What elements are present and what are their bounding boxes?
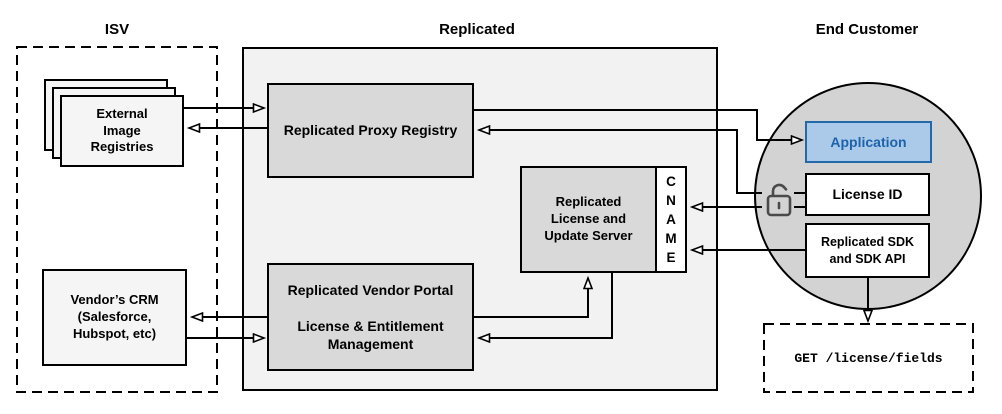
external-image-registries-node: External Image Registries [60,95,184,167]
isv-header: ISV [104,21,130,38]
vendor-portal-node: Replicated Vendor Portal License & Entit… [267,263,474,371]
vendor-crm-node: Vendor’s CRM (Salesforce, Hubspot, etc) [42,269,187,366]
portal-to-update-server-arrow [474,278,588,318]
cname-label: CNAME [665,174,677,265]
api-call-label: GET /license/fields [794,350,943,366]
license-update-server-node: Replicated License and Update Server [520,166,657,273]
proxy-to-application-arrow [474,109,802,140]
application-node: Application [805,121,932,163]
unlock-icon [760,178,796,220]
cname-node: CNAME [655,166,687,273]
replicated-sdk-node: Replicated SDK and SDK API [805,223,930,278]
end-customer-header: End Customer [815,21,919,38]
replicated-header: Replicated [439,21,515,38]
proxy-registry-node: Replicated Proxy Registry [267,83,474,178]
update-server-to-portal-arrow [479,273,613,338]
api-call-container [763,323,974,393]
license-id-node: License ID [805,173,930,216]
